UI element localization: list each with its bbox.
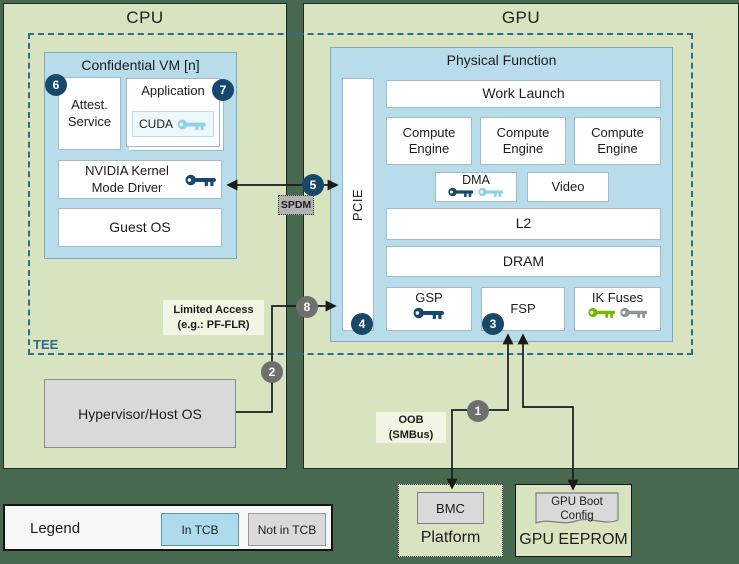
spdm-label: SPDM bbox=[278, 195, 314, 215]
dma-key-blue-icon bbox=[478, 187, 504, 198]
ik-fuses-label: IK Fuses bbox=[591, 290, 644, 305]
gpu-boot-config-doc-icon bbox=[535, 492, 619, 524]
step-3-badge: 3 bbox=[482, 313, 504, 335]
attest-service-box: Attest. Service bbox=[58, 77, 121, 150]
legend: Legend In TCB Not in TCB bbox=[3, 504, 333, 551]
pcie-box: PCIE bbox=[342, 78, 374, 331]
ik-fuses-green-key-icon bbox=[587, 308, 615, 319]
cuda-label: CUDA bbox=[139, 117, 174, 131]
cuda-key-icon bbox=[177, 119, 206, 130]
gpu-title: GPU bbox=[501, 8, 541, 27]
cuda-box: CUDA bbox=[132, 111, 214, 137]
step-6-badge: 6 bbox=[45, 74, 67, 96]
kernel-driver-label: NVIDIA Kernel Mode Driver bbox=[85, 163, 169, 195]
gsp-box: GSP bbox=[386, 287, 472, 331]
step-4-badge: 4 bbox=[351, 313, 373, 335]
legend-in-tcb-chip: In TCB bbox=[161, 513, 239, 546]
physical-function-title: Physical Function bbox=[446, 52, 557, 68]
compute-engine-box: Compute Engine bbox=[480, 117, 566, 165]
guest-os-box: Guest OS bbox=[58, 208, 222, 247]
compute-engine-box: Compute Engine bbox=[386, 117, 472, 165]
video-box: Video bbox=[527, 172, 609, 202]
dma-label: DMA bbox=[462, 173, 490, 187]
application-label: Application bbox=[141, 83, 205, 98]
legend-not-in-tcb-chip: Not in TCB bbox=[248, 513, 326, 546]
tee-label: TEE bbox=[33, 337, 59, 352]
ik-fuses-box: IK Fuses bbox=[574, 287, 661, 331]
dma-key-navy-icon bbox=[448, 187, 474, 198]
confidential-vm-title: Confidential VM [n] bbox=[81, 57, 200, 73]
bmc-box: BMC bbox=[417, 492, 484, 524]
oob-smbus-label: OOB (SMBus) bbox=[376, 412, 446, 443]
dma-box: DMA bbox=[435, 172, 517, 202]
gsp-key-icon bbox=[413, 308, 444, 320]
ik-fuses-gray-key-icon bbox=[619, 308, 647, 319]
step-2-badge: 2 bbox=[261, 361, 283, 383]
pcie-label: PCIE bbox=[349, 188, 365, 221]
step-1-badge: 1 bbox=[467, 400, 489, 422]
platform-label: Platform bbox=[420, 529, 481, 546]
compute-engine-box: Compute Engine bbox=[574, 117, 661, 165]
gpu-eeprom-label: GPU EEPROM bbox=[519, 531, 628, 548]
kernel-driver-box: NVIDIA Kernel Mode Driver bbox=[58, 160, 222, 199]
work-launch-box: Work Launch bbox=[386, 80, 661, 108]
dram-box: DRAM bbox=[386, 246, 661, 277]
step-8-badge: 8 bbox=[296, 296, 318, 318]
kernel-driver-key-icon bbox=[185, 174, 216, 186]
legend-title: Legend bbox=[30, 520, 81, 537]
hypervisor-box: Hypervisor/Host OS bbox=[44, 379, 236, 448]
cpu-title: CPU bbox=[126, 8, 164, 27]
gsp-label: GSP bbox=[415, 290, 443, 305]
gpu-boot-config-label: GPU Boot Config bbox=[551, 496, 603, 522]
limited-access-label: Limited Access (e.g.: PF-FLR) bbox=[163, 300, 264, 335]
step-7-badge: 7 bbox=[212, 79, 234, 101]
step-5-badge: 5 bbox=[302, 174, 324, 196]
l2-box: L2 bbox=[386, 208, 661, 240]
